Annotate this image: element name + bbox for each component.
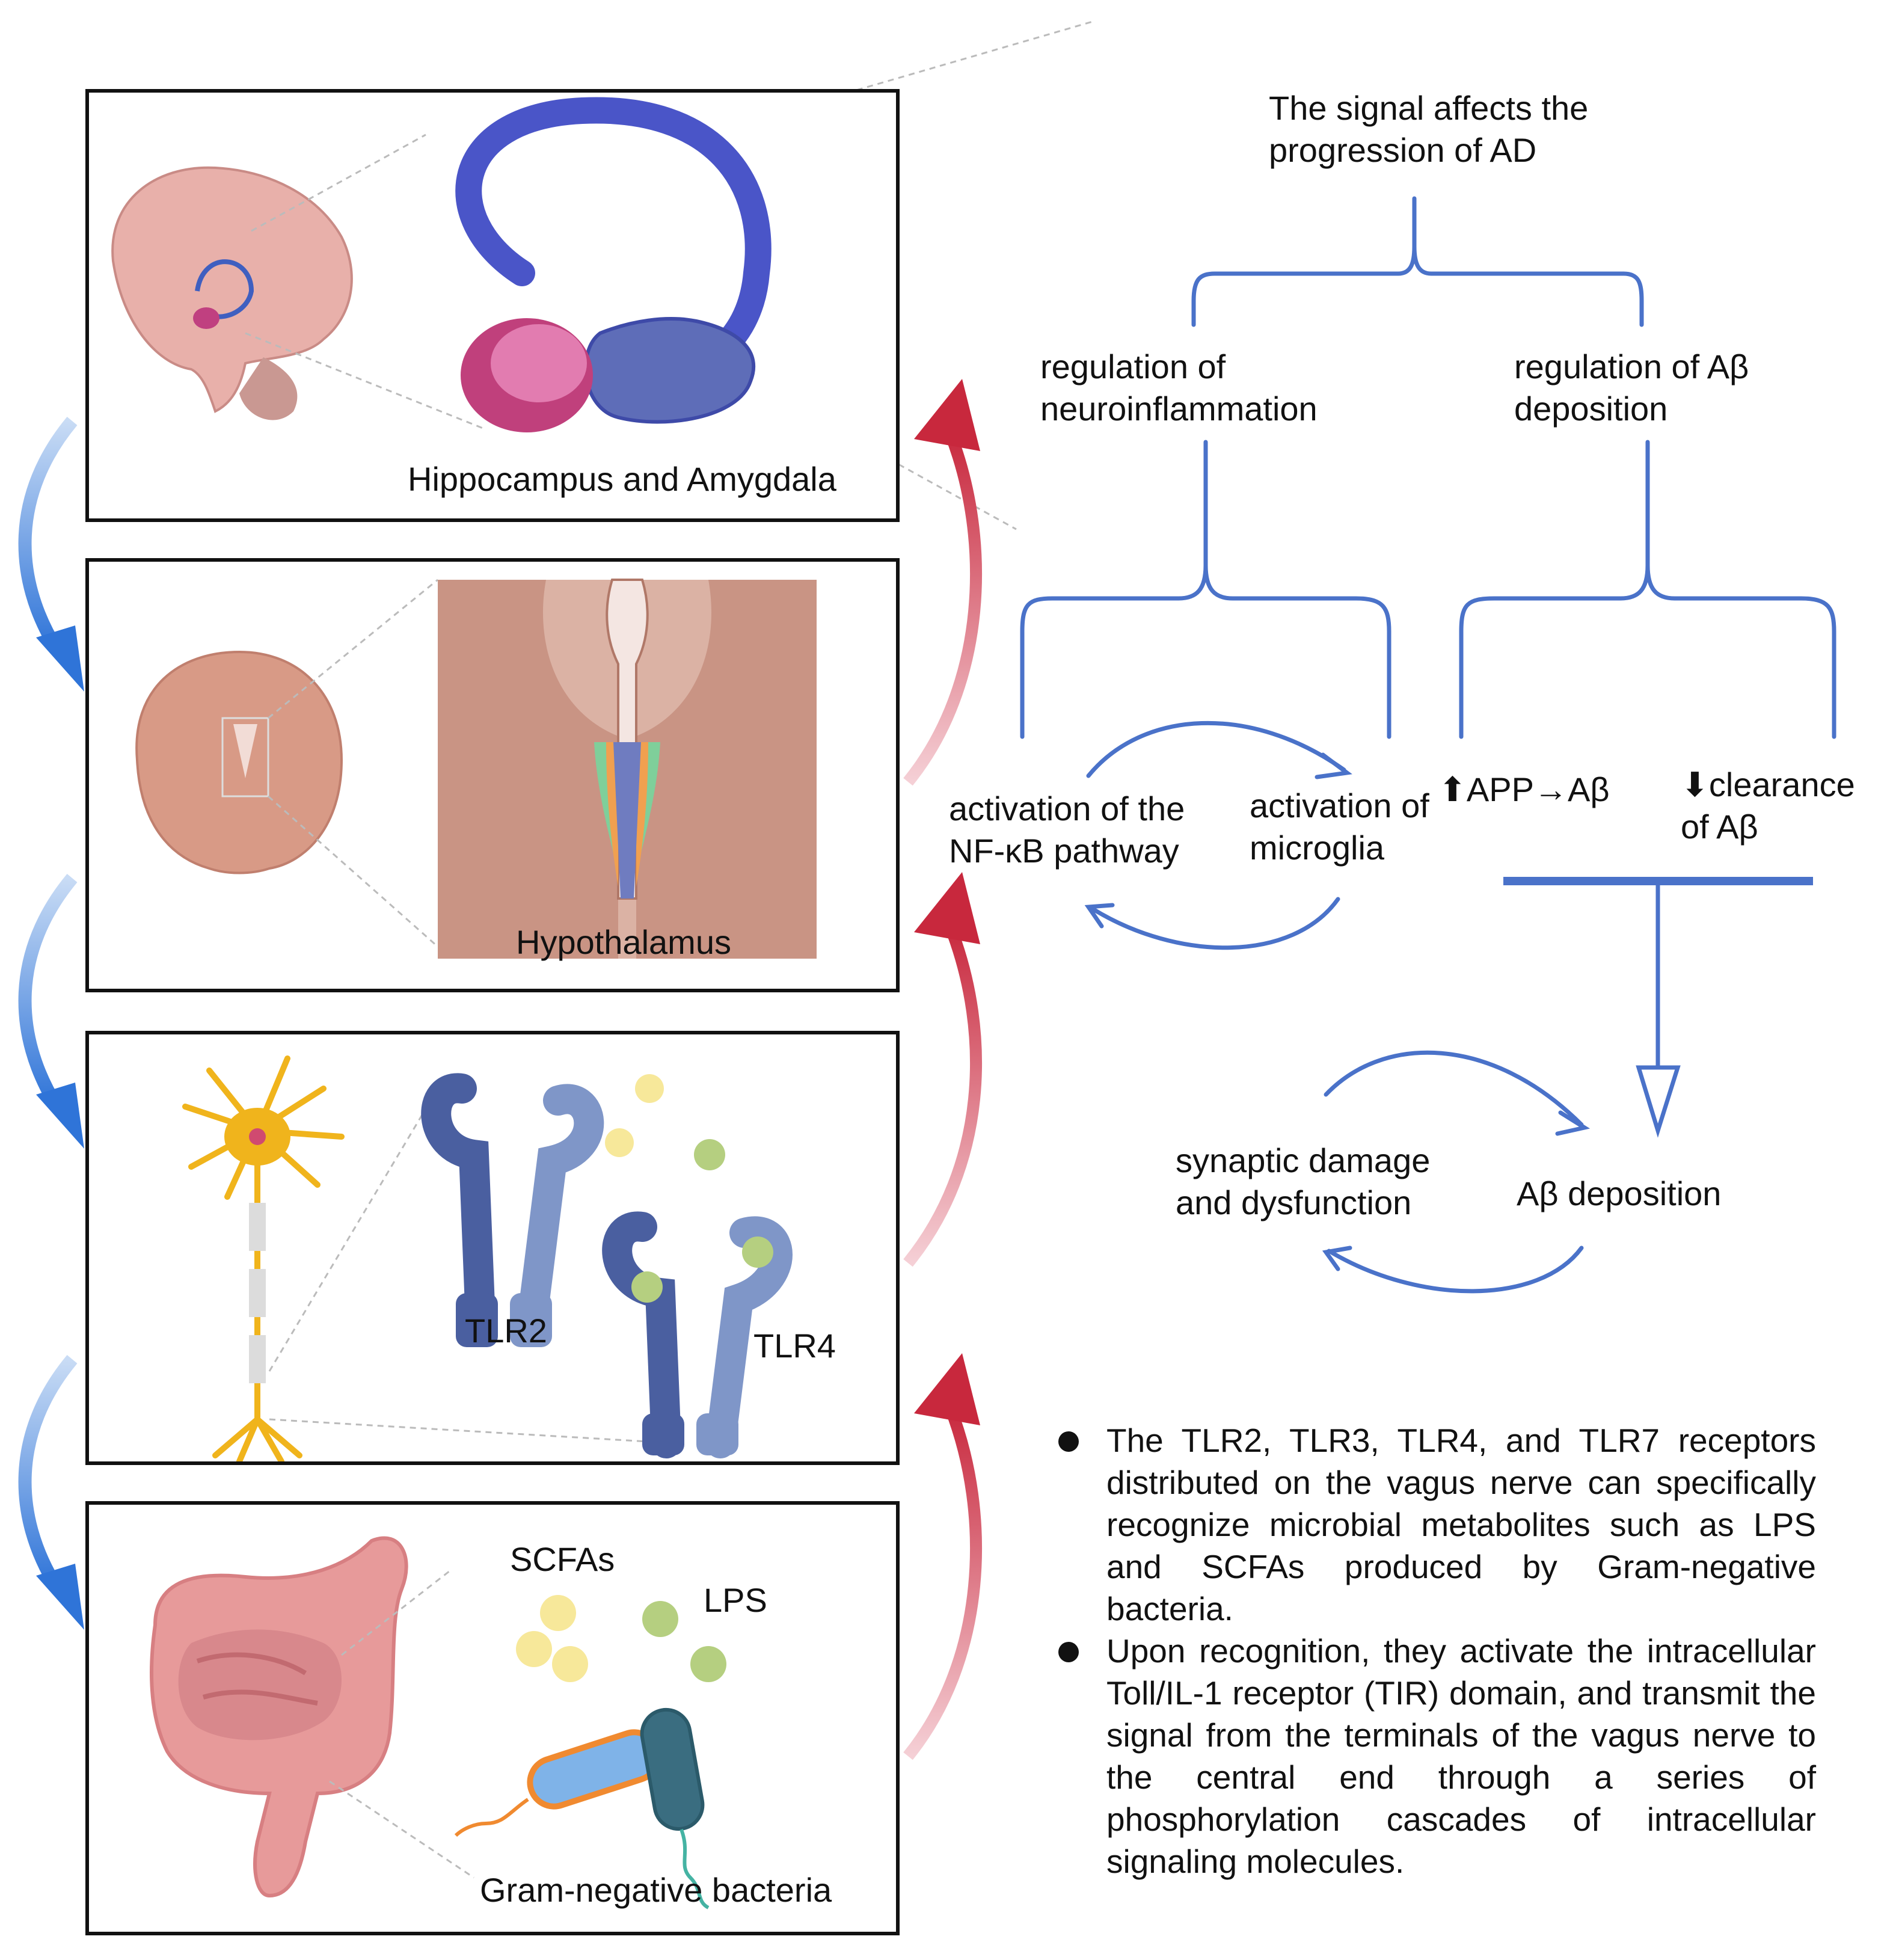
hypothalamus-label: Hypothalamus	[516, 923, 731, 961]
bullet-list: The TLR2, TLR3, TLR4, and TLR7 receptors…	[1058, 1419, 1816, 1882]
flow-app-text: ⬆APP→Aβ	[1438, 770, 1610, 808]
flow-deposition-text: Aβ deposition	[1517, 1175, 1722, 1212]
tlr-illustration	[182, 1055, 793, 1461]
gram-negative-bacteria-label: Gram-negative bacteria	[480, 1871, 832, 1909]
panel-hypothalamus: Hypothalamus	[85, 558, 900, 992]
red-up-arrow	[903, 1353, 982, 1760]
flow-neuroinflammation-text: regulation of neuroinflammation	[1040, 348, 1318, 428]
panel-gut-bacteria: SCFAs LPS Gram-negative bacteria	[85, 1501, 900, 1935]
bacterium-icon	[454, 1729, 661, 1837]
flow-microglia-text: activation of microglia	[1250, 787, 1429, 867]
tlr2-receptor	[421, 1073, 604, 1347]
hypothalamus-illustration	[135, 579, 817, 959]
hippocampus-amygdala-label: Hippocampus and Amygdala	[408, 460, 836, 498]
bullet-item: Upon recognition, they activate the intr…	[1058, 1630, 1816, 1882]
blue-down-arrow	[18, 1354, 84, 1630]
lps-label: LPS	[704, 1581, 767, 1619]
red-up-arrow	[903, 379, 982, 786]
red-up-arrow	[903, 872, 983, 1267]
flow-synaptic-text: synaptic damage and dysfunction	[1176, 1141, 1431, 1221]
brain-illustration	[111, 97, 772, 432]
blue-down-arrow	[18, 416, 84, 692]
bullet-item: The TLR2, TLR3, TLR4, and TLR7 receptors…	[1058, 1419, 1816, 1630]
panel-hippocampus: Hippocampus and Amygdala	[85, 89, 900, 522]
tlr4-label: TLR4	[753, 1327, 836, 1365]
bacterium-icon	[640, 1707, 710, 1909]
gut-illustration	[150, 1536, 726, 1909]
flow-top-text: The signal affects the progression of AD	[1269, 89, 1589, 169]
flow-clearance-text: ⬇clearance of Aβ	[1681, 766, 1855, 846]
scfas-label: SCFAs	[510, 1540, 615, 1578]
blue-down-arrow	[18, 873, 84, 1149]
flow-abeta-regulation-text: regulation of Aβ deposition	[1514, 348, 1749, 428]
tlr2-label: TLR2	[465, 1312, 547, 1350]
panel-tlr-receptors: TLR2 TLR4	[85, 1031, 900, 1465]
flow-nfkb-text: activation of the NF-κB pathway	[949, 790, 1185, 870]
